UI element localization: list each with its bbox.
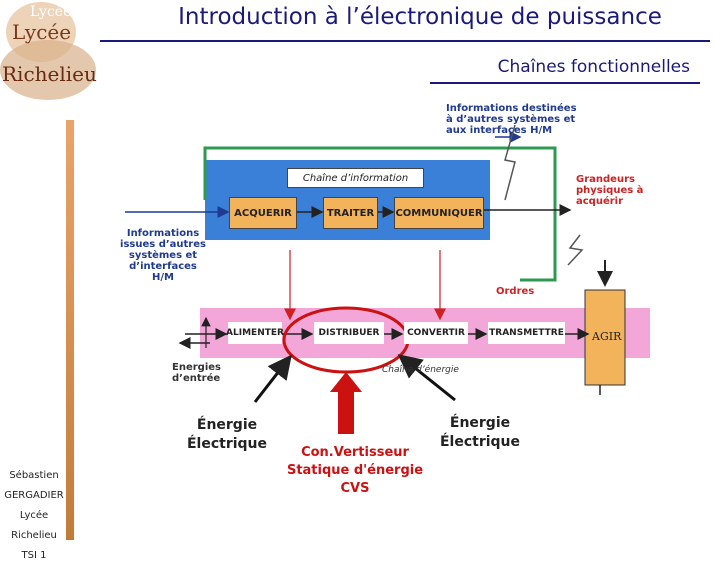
lycee-richelieu-logo: Lycée Lycée Richelieu [0, 0, 100, 120]
acquerir-block: ACQUERIR [229, 197, 297, 229]
sidebar-stripe [66, 120, 74, 540]
author-last-name: GERGADIER [4, 490, 64, 501]
transmettre-block: TRANSMETTRE [488, 322, 565, 344]
communiquer-block: COMMUNIQUER [394, 197, 484, 229]
agir-block [584, 289, 626, 386]
cvs-annotation: Con.Vertisseur Statique d'énergie CVS [286, 445, 424, 496]
grandeurs-label: Grandeurs physiques à acquérir [576, 174, 644, 207]
logo-line-3: Richelieu [2, 62, 97, 86]
info-in-label: Informations issues d’autres systèmes et… [120, 228, 206, 283]
right-energy-annotation: Énergie Électrique [439, 415, 521, 450]
agir-label: AGIR [592, 330, 622, 343]
page-title: Introduction à l’électronique de puissan… [178, 4, 662, 30]
author-school: Lycée Richelieu [11, 510, 57, 541]
author-class: TSI 1 [21, 550, 47, 561]
alimenter-block: ALIMENTER [226, 322, 284, 344]
subtitle-rule [430, 82, 700, 84]
convertir-block: CONVERTIR [404, 322, 468, 344]
page-subtitle: Chaînes fonctionnelles [497, 57, 690, 77]
info-chain-title: Chaîne d’information [287, 168, 424, 188]
distribuer-block: DISTRIBUER [314, 322, 384, 344]
author-first-name: Sébastien [9, 470, 59, 481]
logo-line-2: Lycée [12, 20, 72, 44]
info-out-label: Informations destinées à d’autres systèm… [446, 103, 577, 136]
energy-in-label: Energies d’entrée [172, 362, 221, 384]
left-energy-annotation: Énergie Électrique [186, 417, 268, 452]
energy-chain-title: Chaîne d’énergie [382, 365, 459, 375]
traiter-block: TRAITER [323, 197, 378, 229]
logo-line-1: Lycée [30, 4, 72, 20]
title-rule [100, 40, 710, 42]
ordres-label: Ordres [496, 286, 535, 297]
